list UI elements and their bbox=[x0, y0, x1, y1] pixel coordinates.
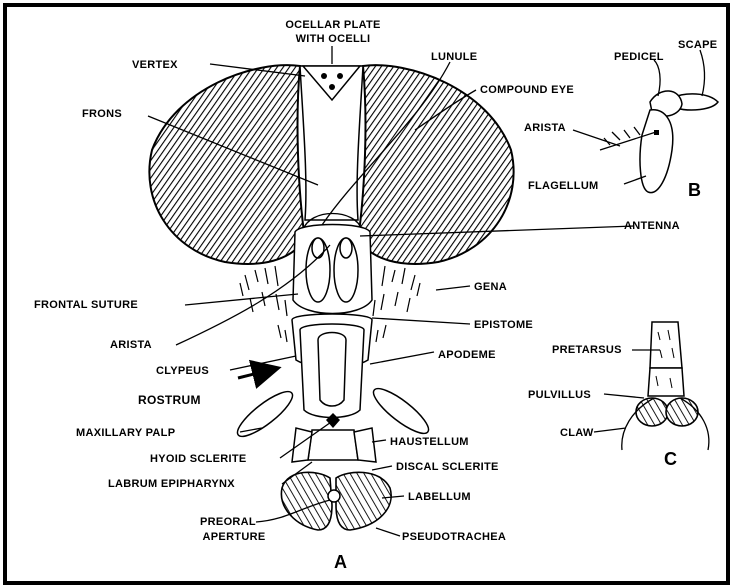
ocellus bbox=[321, 73, 327, 79]
label-labrum-epipharynx: LABRUM EPIPHARYNX bbox=[108, 478, 235, 490]
label-hyoid-sclerite: HYOID SCLERITE bbox=[150, 453, 247, 465]
label-antenna: ANTENNA bbox=[624, 220, 680, 232]
ocellus bbox=[337, 73, 343, 79]
antenna-left-inner bbox=[312, 238, 324, 258]
tarsus-figure bbox=[622, 322, 709, 450]
haustellum-side-left bbox=[292, 428, 312, 462]
label-apodeme: APODEME bbox=[438, 349, 496, 361]
panel-letter-c: C bbox=[664, 449, 677, 469]
antenna-right-inner bbox=[340, 238, 352, 258]
tarsal-segment bbox=[648, 368, 684, 396]
labellum-right bbox=[336, 472, 391, 530]
pulvillus-left bbox=[636, 398, 668, 426]
label-gena: GENA bbox=[474, 281, 507, 293]
maxillary-palp-left bbox=[232, 385, 298, 443]
label-discal-sclerite: DISCAL SCLERITE bbox=[396, 461, 499, 473]
haustellum bbox=[308, 430, 358, 460]
label-epistome: EPISTOME bbox=[474, 319, 533, 331]
label-compound-eye: COMPOUND EYE bbox=[480, 84, 574, 96]
label-ocellar-plate-2: WITH OCELLI bbox=[296, 33, 371, 45]
label-pretarsus: PRETARSUS bbox=[552, 344, 622, 356]
label-clypeus: CLYPEUS bbox=[156, 365, 209, 377]
label-pulvillus: PULVILLUS bbox=[528, 389, 591, 401]
label-frontal-suture: FRONTAL SUTURE bbox=[34, 299, 138, 311]
label-rostrum: ROSTRUM bbox=[138, 393, 201, 407]
label-frons: FRONS bbox=[82, 108, 122, 120]
tarsal-segment bbox=[650, 322, 682, 368]
ocellus bbox=[329, 84, 335, 90]
antenna-figure bbox=[600, 91, 718, 193]
label-ocellar-plate-1: OCELLAR PLATE bbox=[285, 19, 380, 31]
maxillary-palp-right bbox=[368, 382, 434, 440]
label-pseudotrachea: PSEUDOTRACHEA bbox=[402, 531, 506, 543]
label-flagellum: FLAGELLUM bbox=[528, 180, 599, 192]
haustellum-side bbox=[354, 428, 376, 462]
panel-letter-a: A bbox=[334, 552, 347, 572]
label-maxillary-palp: MAXILLARY PALP bbox=[76, 427, 175, 439]
label-labellum: LABELLUM bbox=[408, 491, 471, 503]
label-preoral-1: PREORAL bbox=[200, 516, 256, 528]
label-claw: CLAW bbox=[560, 427, 594, 439]
labrum-outline bbox=[318, 333, 346, 407]
label-scape: SCAPE bbox=[678, 39, 717, 51]
label-pedicel: PEDICEL bbox=[614, 51, 664, 63]
label-arista-b: ARISTA bbox=[524, 122, 566, 134]
label-vertex: VERTEX bbox=[132, 59, 178, 71]
panel-letter-b: B bbox=[688, 180, 701, 200]
left-compound-eye bbox=[149, 65, 305, 264]
label-lunule: LUNULE bbox=[431, 51, 477, 63]
label-arista-a: ARISTA bbox=[110, 339, 152, 351]
pulvillus-right bbox=[666, 398, 698, 426]
label-preoral-2: APERTURE bbox=[203, 531, 266, 543]
flagellum-segment bbox=[640, 110, 673, 193]
label-haustellum: HAUSTELLUM bbox=[390, 436, 469, 448]
